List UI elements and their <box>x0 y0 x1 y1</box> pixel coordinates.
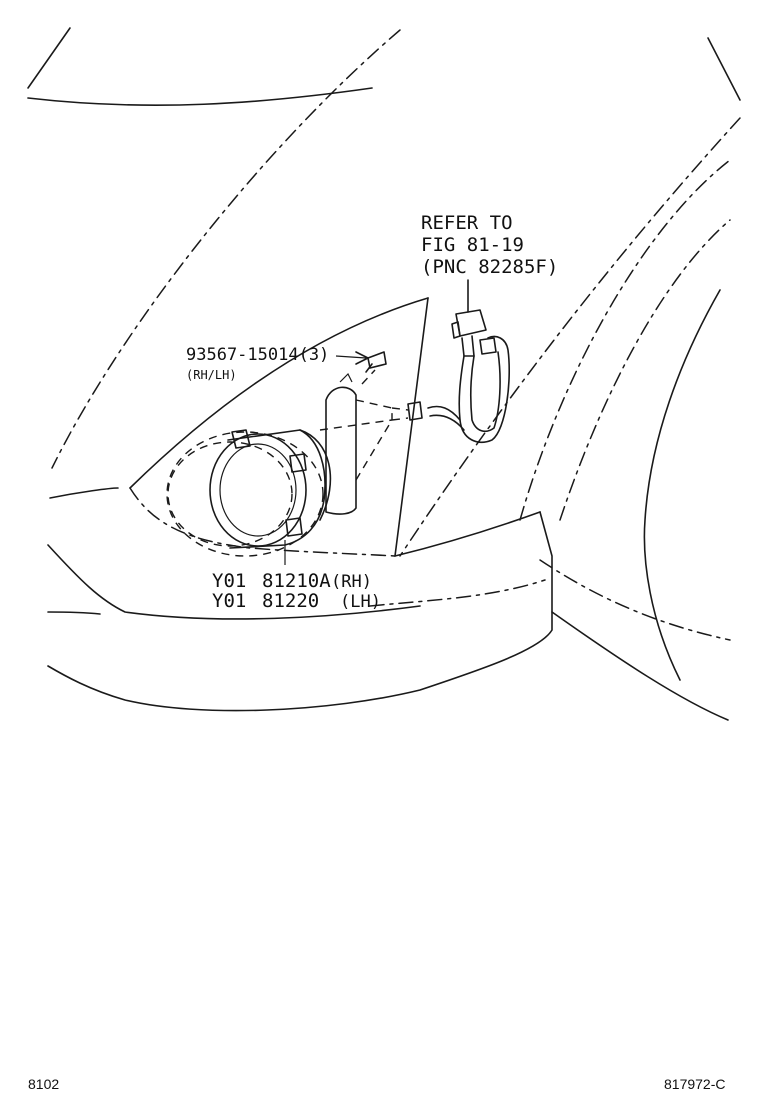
lamp-rh-prefix: Y01 <box>212 570 247 592</box>
lamp-rh-part-number: 81210A <box>262 570 331 592</box>
body-outline <box>27 27 741 721</box>
wiring-harness <box>407 279 511 444</box>
lamp-lh-part-number: 81220 <box>262 590 320 612</box>
footer-figure-code: 817972-C <box>664 1076 726 1092</box>
lamp-rh-side: (RH) <box>331 572 372 592</box>
refer-note-line-1: REFER TO <box>421 212 513 234</box>
harness-connection-line-lower <box>391 417 409 421</box>
bolt-part-number: 93567-15014(3) <box>186 345 330 365</box>
lamp-lh-prefix: Y01 <box>212 590 247 612</box>
lamp-lh-side: (LH) <box>340 592 381 612</box>
bolt-side-note: (RH/LH) <box>186 368 237 382</box>
bolt-leader-line <box>361 369 376 385</box>
footer-page-code: 8102 <box>28 1076 60 1092</box>
harness-connection-line <box>391 407 409 411</box>
refer-note-line-3: (PNC 82285F) <box>421 256 559 278</box>
bolt <box>335 351 387 373</box>
refer-note-line-2: FIG 81-19 <box>421 234 524 256</box>
fog-lamp-assembly <box>166 372 393 565</box>
